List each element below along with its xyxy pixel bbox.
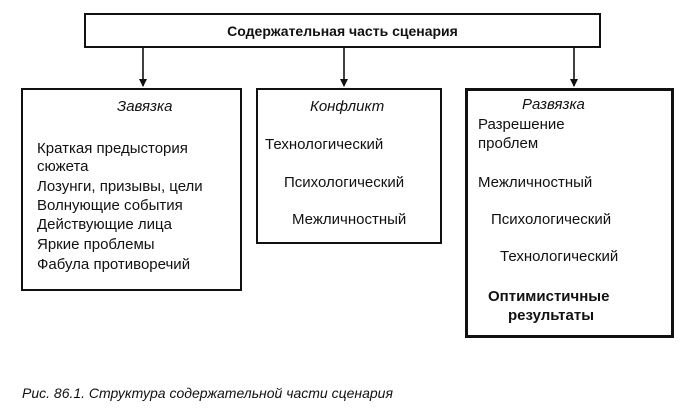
resolution-intro: Разрешение <box>478 116 565 133</box>
diagram-title: Содержательная часть сценария <box>227 23 458 39</box>
conflict-heading: Конфликт <box>310 98 385 115</box>
setup-item: Яркие проблемы <box>37 236 155 253</box>
resolution-box <box>465 88 674 338</box>
setup-item: Фабула противоречий <box>37 256 191 273</box>
setup-heading: Завязка <box>117 98 173 115</box>
conflict-step: Технологический <box>265 136 384 153</box>
resolution-step: Межличностный <box>478 174 593 191</box>
setup-item: Краткая предыстория <box>37 140 188 157</box>
setup-item: сюжета <box>37 158 89 175</box>
resolution-step: Психологический <box>491 211 612 228</box>
conflict-step: Межличностный <box>292 211 407 228</box>
setup-item: Лозунги, призывы, цели <box>37 178 203 195</box>
resolution-intro: проблем <box>478 135 539 152</box>
setup-item: Волнующие события <box>37 197 183 214</box>
figure-caption: Рис. 86.1. Структура содержательной част… <box>22 385 393 401</box>
resolution-step: Технологический <box>500 248 619 265</box>
resolution-heading: Развязка <box>522 96 585 113</box>
conflict-step: Психологический <box>284 174 405 191</box>
resolution-result: Оптимистичные <box>488 288 610 305</box>
setup-item: Действующие лица <box>37 216 172 233</box>
resolution-result: результаты <box>508 307 595 324</box>
setup-box <box>21 88 242 291</box>
conflict-box <box>256 88 442 244</box>
title-box: Содержательная часть сценария <box>84 13 601 48</box>
